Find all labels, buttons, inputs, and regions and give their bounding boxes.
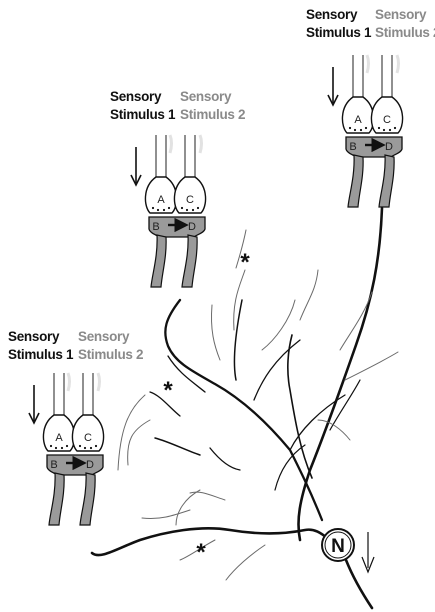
panel-3-target-b: B (50, 459, 57, 471)
panel-2-terminal-a: A (157, 194, 165, 206)
panel-1-target-b: B (349, 141, 356, 153)
neuron-label: N (331, 536, 345, 557)
asterisk-1: * (240, 249, 250, 276)
synapse-panel-2 (131, 135, 206, 287)
panel-2-terminal-c: C (186, 194, 194, 206)
panel-3-terminal-c: C (84, 432, 92, 444)
panel-3-terminal-a: A (55, 432, 63, 444)
panel-1-terminal-a: A (354, 114, 362, 126)
asterisk-2: * (163, 377, 173, 404)
panel-1-terminal-c: C (383, 114, 391, 126)
panel-1-target-d: D (385, 141, 393, 153)
neuron-n: N (322, 529, 354, 561)
synapse-panel-1 (328, 55, 403, 207)
asterisk-3: * (196, 539, 206, 566)
output-arrow (362, 532, 374, 572)
panel-3-target-d: D (86, 459, 94, 471)
synapse-panel-3 (29, 373, 104, 525)
panel-2-target-d: D (188, 221, 196, 233)
panel-2-target-b: B (152, 221, 159, 233)
